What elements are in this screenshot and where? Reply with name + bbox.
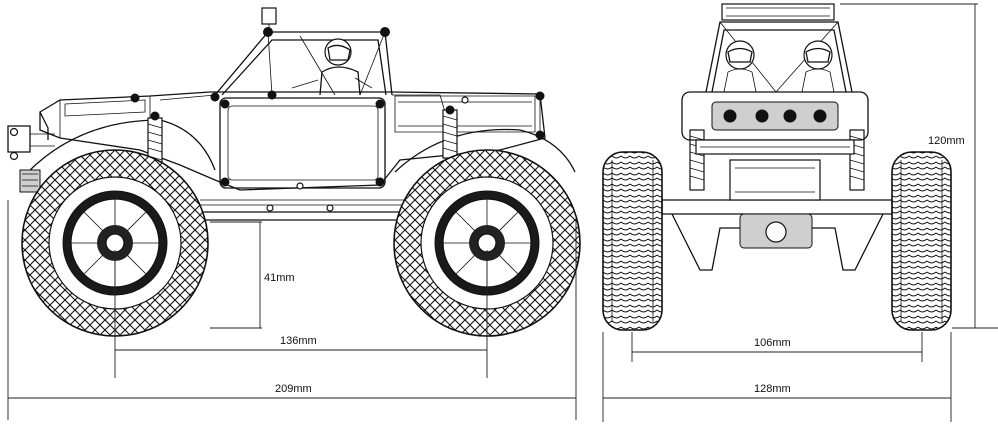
label-120mm: 120mm [928, 135, 965, 147]
label-128mm: 128mm [754, 383, 791, 395]
label-209mm: 209mm [275, 383, 312, 395]
side-body-panel [219, 97, 386, 190]
label-41mm: 41mm [264, 272, 295, 284]
front-axle [661, 159, 893, 271]
side-roll-cage [130, 7, 545, 140]
side-right-wheel [393, 149, 581, 337]
front-grille [681, 91, 869, 155]
front-dimension-lines [602, 3, 998, 422]
side-shocks [147, 96, 469, 167]
side-chassis [7, 91, 576, 193]
side-dimension-lines [7, 200, 577, 420]
side-view: 41mm 136mm 209mm [7, 7, 581, 420]
label-106mm: 106mm [754, 337, 791, 349]
front-view: 120mm 106mm 128mm [602, 3, 998, 422]
front-roll-cage [705, 3, 853, 93]
front-right-tire [891, 151, 952, 331]
front-left-tire [602, 151, 663, 331]
label-136mm: 136mm [280, 335, 317, 347]
